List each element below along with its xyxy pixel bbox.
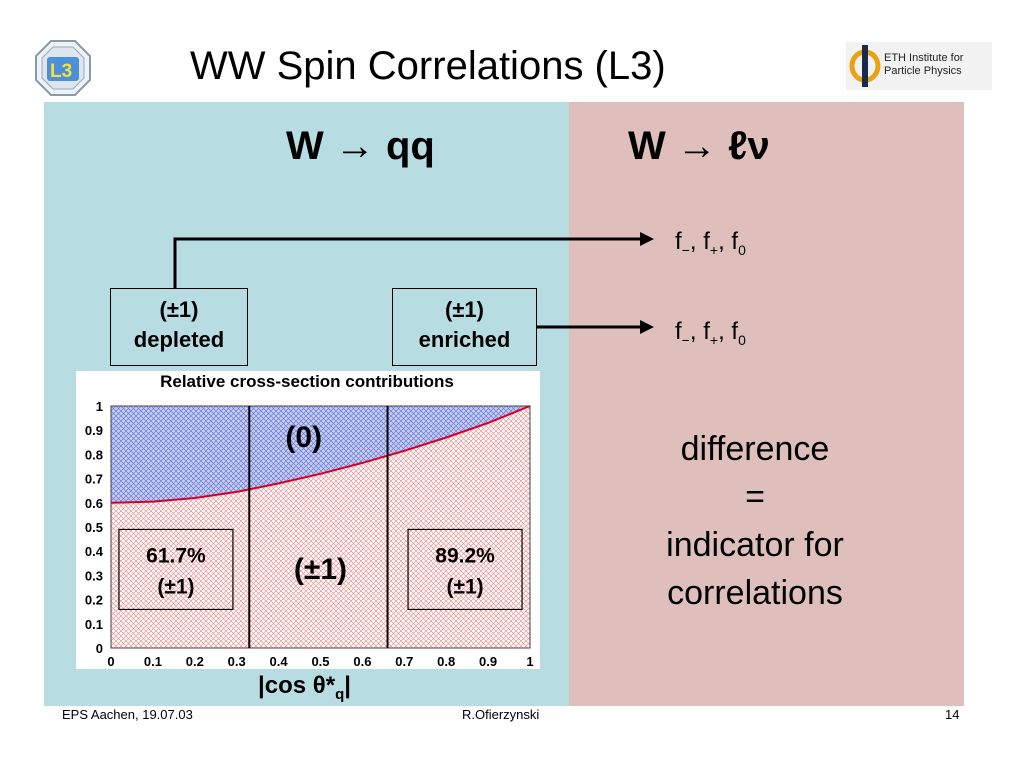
x-tick-label: 0.2 [186,654,204,669]
note-line-1: difference [680,430,830,468]
x-tick-label: 0.8 [437,654,455,669]
leptonic-panel [569,102,964,706]
fractions-line-2: f−, f+, f0 [675,318,746,348]
cross-section-chart: 0 0.1 0.2 0.3 0.4 0.5 0.6 0.7 0.8 0.9 1 0 0.1 0.2 0.3 0… [76,371,540,669]
y-tick-label: 0 [96,641,103,656]
annotation-box-2 [407,528,523,611]
enriched-box-line2: enriched [418,327,511,352]
arrow-enriched-head [640,320,654,334]
enriched-box-line1: (±1) [445,297,484,322]
y-tick-label: 0.2 [85,593,103,608]
y-tick-label: 0.6 [85,496,103,511]
region-helicity-pm1 [111,406,530,648]
depleted-box-line2: depleted [133,327,225,352]
region-label-0: (0) [285,421,322,454]
region-helicity-0 [111,406,530,503]
x-tick-label: 0.6 [353,654,371,669]
note-line-4: correlations [667,574,843,612]
x-tick-label: 0.9 [479,654,497,669]
y-tick-label: 0.5 [85,520,103,535]
note-line-3: indicator for [666,526,844,564]
region-label-pm1: (±1) [294,553,347,586]
heading-w-lv: W → ℓν [628,124,770,168]
footer-page-number: 14 [945,707,960,722]
chart-svg: 0 0.1 0.2 0.3 0.4 0.5 0.6 0.7 0.8 0.9 1 0 0.1 0.2 0.3 0… [76,371,540,669]
footer-event: EPS Aachen, 19.07.03 [62,707,193,722]
eth-logo: ETH Institute for Particle Physics [846,42,992,90]
x-axis-label: |cos θ*q| [258,672,351,703]
y-tick-label: 0.1 [85,617,103,632]
depleted-box-line1: (±1) [159,297,199,322]
x-tick-label: 1 [526,654,533,669]
l3-logo: L3 [34,39,92,97]
x-tick-label: 0.3 [228,654,246,669]
annotation-value-1: 61.7% [146,544,206,567]
annotation-label-1: (±1) [157,575,194,598]
x-tick-label: 0.7 [395,654,413,669]
chart-title: Relative cross-section contributions [160,372,454,391]
y-tick-label: 0.9 [85,423,103,438]
svg-text:L3: L3 [50,61,72,82]
annotation-label-2: (±1) [446,575,483,598]
y-tick-label: 0.7 [85,472,103,487]
y-tick-label: 0.8 [85,447,103,462]
y-tick-label: 0.4 [85,544,104,559]
heading-w-qq: W → qq [286,124,435,168]
x-tick-label: 0.4 [270,654,289,669]
x-tick-label: 0.1 [144,654,162,669]
arrow-depleted-line [173,237,640,288]
page-title: WW Spin Correlations (L3) [190,44,666,88]
eth-logo-text: ETH Institute for Particle Physics [884,52,964,77]
note-line-2: = [745,478,765,516]
x-tick-label: 0.5 [311,654,329,669]
y-tick-label: 1 [96,399,103,414]
difference-note: difference = indicator for correlations [602,425,908,617]
annotation-value-2: 89.2% [435,544,495,567]
arrow-depleted-head [640,232,654,246]
plot-frame [110,405,531,649]
x-tick-label: 0 [107,654,114,669]
y-tick-label: 0.3 [85,568,103,583]
annotation-box-1 [118,528,234,611]
boundary-curve [110,405,531,504]
footer-author: R.Ofierzynski [462,707,540,722]
fractions-line-1: f−, f+, f0 [675,228,746,258]
depleted-box: (±1) depleted [110,288,248,366]
enriched-box: (±1) enriched [392,288,537,366]
